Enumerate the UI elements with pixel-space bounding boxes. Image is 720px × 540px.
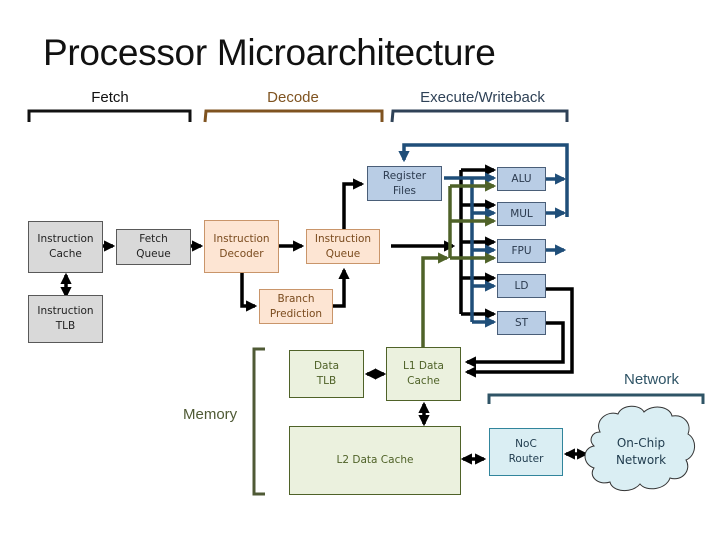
l2-data-cache-block: L2 Data Cache xyxy=(289,426,461,495)
stage-label-decode: Decode xyxy=(267,89,319,106)
wire-l1-green-up xyxy=(421,252,450,348)
branch-prediction-block: Branch Prediction xyxy=(259,289,333,324)
alu-block: ALU xyxy=(497,167,546,191)
data-tlb-block: Data TLB xyxy=(289,350,364,398)
stage-label-execute: Execute/Writeback xyxy=(420,89,545,106)
noc-router-block: NoC Router xyxy=(489,428,563,476)
fpu-block: FPU xyxy=(497,239,546,263)
instruction-cache-block: Instruction Cache xyxy=(28,221,103,273)
register-files-block: Register Files xyxy=(367,166,442,201)
instruction-queue-block: Instruction Queue xyxy=(306,229,380,264)
memory-bracket xyxy=(252,347,265,496)
l1-data-cache-block: L1 Data Cache xyxy=(386,347,461,401)
wire-iqueue-regfiles xyxy=(342,178,365,229)
fetch-queue-block: Fetch Queue xyxy=(116,229,191,265)
execute-bracket xyxy=(390,109,569,123)
wire-writeback-loop xyxy=(398,143,569,217)
stage-label-fetch: Fetch xyxy=(91,89,129,106)
memory-label: Memory xyxy=(183,406,238,423)
wire-st-l1 xyxy=(464,321,565,368)
fetch-bracket xyxy=(27,109,192,122)
instruction-tlb-block: Instruction TLB xyxy=(28,295,103,343)
wire-decoder-branch xyxy=(240,273,258,312)
cloud-icon xyxy=(584,405,695,491)
network-bracket xyxy=(487,393,705,404)
st-block: ST xyxy=(497,311,546,335)
decode-bracket xyxy=(203,109,384,123)
on-chip-network-label: On-Chip Network xyxy=(615,436,667,467)
mul-block: MUL xyxy=(497,202,546,226)
wire-ld-l1 xyxy=(464,287,574,378)
page-title: Processor Microarchitecture xyxy=(43,32,496,73)
instruction-decoder-block: Instruction Decoder xyxy=(204,220,279,273)
network-label: Network xyxy=(624,371,680,388)
ld-block: LD xyxy=(497,274,546,298)
